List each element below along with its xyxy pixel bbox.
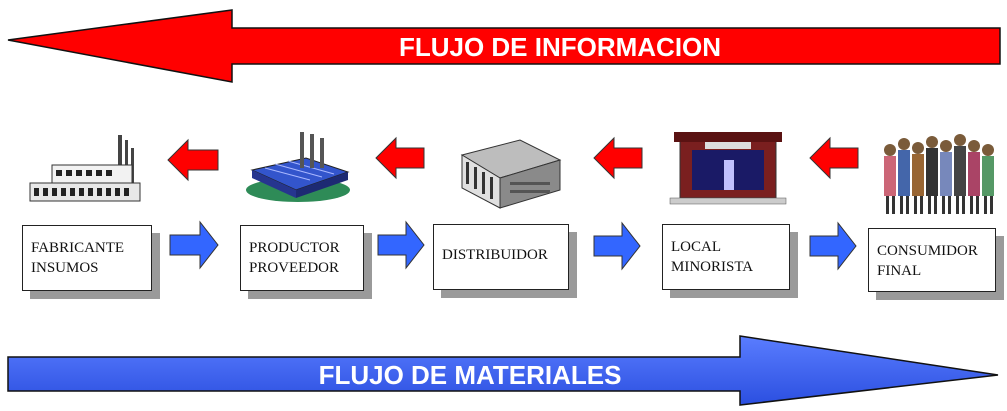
stage-label-line1: FABRICANTE (31, 240, 125, 256)
stage-box-local-minorista: LOCAL MINORISTA (662, 224, 790, 290)
warehouse-icon (460, 139, 562, 209)
stage-label-line1: PRODUCTOR (249, 240, 340, 256)
stage-box-consumidor-final: CONSUMIDOR FINAL (868, 228, 996, 292)
stage-label-line1: CONSUMIDOR (877, 243, 978, 259)
plant-icon (246, 132, 350, 202)
stage-label-line1: LOCAL (671, 239, 721, 255)
store-icon (669, 132, 787, 205)
red-arrow-2 (375, 136, 425, 180)
blue-arrow-3 (593, 221, 641, 271)
stage-box-fabricante: FABRICANTE INSUMOS (22, 225, 152, 291)
stage-box-productor: PRODUCTOR PROVEEDOR (240, 225, 364, 291)
red-arrow-3 (593, 136, 643, 180)
information-flow-arrow: FLUJO DE INFORMACION (7, 9, 1001, 83)
people-icon (884, 134, 994, 214)
materials-flow-label: FLUJO DE MATERIALES (319, 360, 622, 390)
stage-label-line2: FINAL (877, 263, 922, 279)
blue-arrow-4 (809, 221, 857, 271)
information-flow-label: FLUJO DE INFORMACION (399, 32, 721, 62)
factory-icon (29, 135, 141, 202)
stage-label-line2: MINORISTA (671, 259, 754, 275)
red-arrow-1 (167, 138, 219, 182)
stage-box-distribuidor: DISTRIBUIDOR (433, 224, 569, 290)
materials-flow-arrow: FLUJO DE MATERIALES (7, 335, 999, 406)
blue-arrow-2 (377, 220, 425, 270)
stage-label-line2: INSUMOS (31, 260, 99, 276)
red-arrow-4 (809, 136, 859, 180)
stage-label-line2: PROVEEDOR (249, 260, 340, 276)
stage-label-line1: DISTRIBUIDOR (442, 247, 548, 263)
blue-arrow-1 (169, 220, 219, 270)
